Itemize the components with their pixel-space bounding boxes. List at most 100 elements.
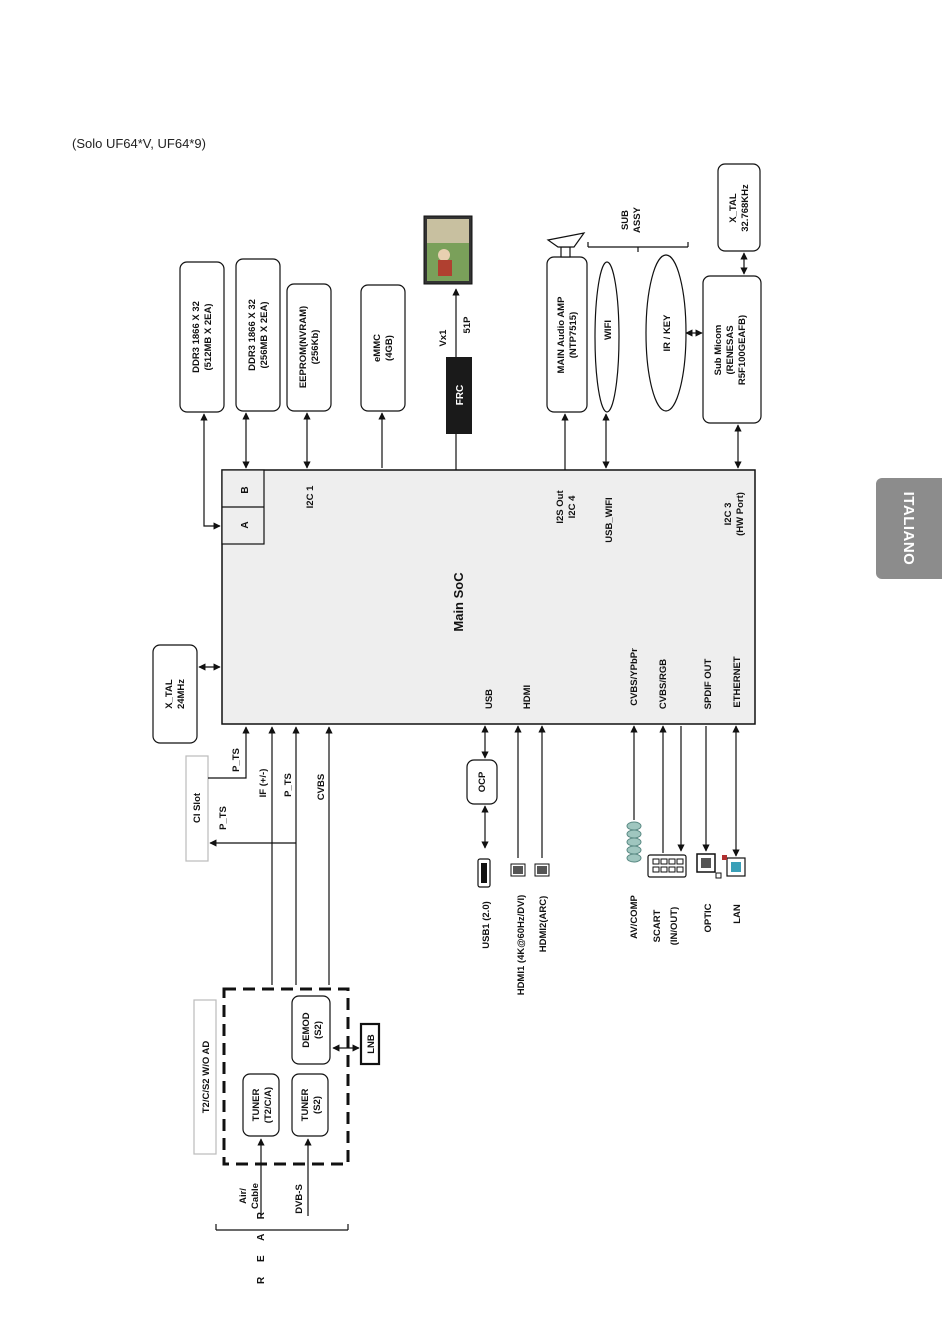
svg-text:T2/C/S2 W/O AD: T2/C/S2 W/O AD (201, 1041, 212, 1114)
svg-text:24MHz: 24MHz (176, 679, 187, 709)
tuner-s2-block: TUNER (S2) (291, 1073, 329, 1137)
label-usb: USB (484, 689, 495, 709)
emmc-block: eMMC (4GB) (360, 284, 406, 412)
svg-text:LNB: LNB (366, 1034, 377, 1054)
svg-text:(256Kb): (256Kb) (310, 330, 321, 365)
label-i2c3: I2C 3 (723, 503, 734, 526)
xtal-32k-block: X_TAL 32.768KHz (717, 163, 761, 252)
ddr3-b-block: DDR3 1866 X 32 (256MB X 2EA) (235, 258, 281, 412)
hdmi2-label: HDMI2(ARC) (538, 896, 549, 952)
label-ethernet: ETHERNET (732, 656, 743, 707)
optic-port-icon (696, 853, 722, 879)
label-usb-wifi: USB_WIFI (604, 497, 615, 542)
rear-bracket (215, 1224, 349, 1231)
tuner-signal-lines (268, 726, 333, 985)
svg-text:(S2): (S2) (312, 1096, 323, 1114)
main-soc-block: Main SoC A B (221, 469, 756, 725)
label-i2c1: I2C 1 (305, 485, 316, 508)
hdmi1-port-icon (510, 863, 526, 877)
svg-text:DDR3 1866 X 32: DDR3 1866 X 32 (191, 301, 202, 373)
label-cvbs-rgb: CVBS/RGB (658, 659, 669, 709)
hdmi1-label: HDMI1 (4K@60Hz/DVI) (516, 895, 527, 996)
svg-text:eMMC: eMMC (372, 334, 383, 362)
rear-label: R E A R (256, 1206, 267, 1284)
eeprom-block: EEPROM(NVRAM) (256Kb) (286, 283, 332, 412)
tuner-module-frame (222, 987, 350, 1166)
svg-text:(T2/C/A): (T2/C/A) (263, 1087, 274, 1123)
air-label: Air/ (238, 1188, 249, 1204)
svg-text:CI Slot: CI Slot (192, 792, 203, 823)
svg-text:DDR3 1866 X 32: DDR3 1866 X 32 (247, 299, 258, 371)
ci-links (208, 726, 296, 847)
lan-label: LAN (732, 904, 743, 924)
svg-text:TUNER: TUNER (251, 1089, 262, 1122)
vx1-label: Vx1 (438, 329, 449, 347)
lan-port-icon (722, 855, 746, 877)
svg-text:(256MB X 2EA): (256MB X 2EA) (259, 301, 270, 368)
svg-text:DEMOD: DEMOD (301, 1012, 312, 1048)
ddr3-a-block: DDR3 1866 X 32 (512MB X 2EA) (179, 261, 225, 413)
cvbs-label: CVBS (316, 774, 327, 800)
usb1-label: USB1 (2.0) (481, 901, 492, 949)
svg-text:WIFI: WIFI (603, 320, 614, 340)
sub-micom-block: Sub Micom (RENESAS R5F100GEAFB) (702, 275, 762, 424)
if-label: IF (+/-) (258, 769, 269, 798)
scart-inout-label: (IN/OUT) (669, 907, 680, 946)
label-hw-port: (HW Port) (735, 492, 746, 536)
svg-text:(NTP7515): (NTP7515) (568, 312, 579, 358)
soc-title: Main SoC (451, 572, 466, 632)
usb-hdmi-links (481, 725, 546, 858)
model-note: (Solo UF64*V, UF64*9) (72, 136, 206, 151)
soc-signal-labels: I2C 1 I2S Out I2C 4 USB_WIFI I2C 3 (HW P… (305, 485, 746, 709)
tuner-t2-block: TUNER (T2/C/A) (242, 1073, 280, 1137)
svg-text:X_TAL: X_TAL (728, 193, 739, 223)
ci-pts-in-label: P_TS (231, 748, 242, 772)
lnb-block: LNB (359, 1022, 381, 1066)
ir-key-module: IR / KEY (645, 254, 687, 412)
svg-text:R5F100GEAFB): R5F100GEAFB) (737, 315, 748, 385)
tuner-module-title-box: T2/C/S2 W/O AD (193, 999, 217, 1155)
hdmi2-port-icon (534, 863, 550, 877)
memory-links (200, 412, 386, 530)
speaker-icon (546, 232, 586, 258)
svg-text:X_TAL: X_TAL (164, 679, 175, 709)
ocp-block: OCP (466, 759, 498, 805)
scart-label: SCART (652, 909, 663, 942)
language-tab[interactable]: ITALIANO (876, 478, 942, 579)
optic-label: OPTIC (703, 903, 714, 932)
svg-text:EEPROM(NVRAM): EEPROM(NVRAM) (298, 306, 309, 388)
pts-label: P_TS (283, 773, 294, 797)
xtal-24m-block: X_TAL 24MHz (152, 644, 198, 744)
svg-text:ASSY: ASSY (632, 206, 643, 233)
svg-text:IR / KEY: IR / KEY (662, 314, 673, 352)
tv-panel-icon (423, 215, 473, 285)
scart-port-icon (647, 854, 687, 878)
soc-port-b: B (240, 486, 251, 493)
audio-amp-block: MAIN Audio AMP (NTP7515) (546, 256, 588, 413)
svg-text:Sub Micom: Sub Micom (713, 325, 724, 376)
av-scart-links (630, 725, 740, 857)
svg-text:OCP: OCP (477, 771, 488, 792)
demod-s2-block: DEMOD (S2) (291, 995, 331, 1065)
av-comp-label: AV/COMP (629, 895, 640, 939)
sub-assy-bracket: SUB ASSY (587, 206, 689, 252)
label-hdmi: HDMI (522, 685, 533, 709)
label-i2c4: I2C 4 (567, 495, 578, 518)
ci-slot-block: CI Slot (185, 755, 209, 862)
svg-text:(4GB): (4GB) (384, 335, 395, 361)
svg-text:(RENESAS: (RENESAS (725, 325, 736, 374)
svg-text:(512MB X 2EA): (512MB X 2EA) (203, 303, 214, 370)
svg-text:MAIN Audio AMP: MAIN Audio AMP (556, 296, 567, 374)
svg-text:FRC: FRC (455, 385, 466, 406)
rear-input-links (257, 1138, 312, 1216)
svg-text:(S2): (S2) (313, 1021, 324, 1039)
label-i2s-out: I2S Out (555, 490, 566, 524)
wifi-module: WIFI (594, 261, 620, 413)
svg-text:32.768KHz: 32.768KHz (740, 184, 751, 232)
cable-label: Cable (250, 1183, 261, 1209)
svg-text:TUNER: TUNER (300, 1089, 311, 1122)
label-cvbs-ypbpr: CVBS/YPbPr (629, 648, 640, 706)
pins-label: 51P (462, 316, 473, 334)
av-comp-jacks-icon (626, 821, 642, 863)
